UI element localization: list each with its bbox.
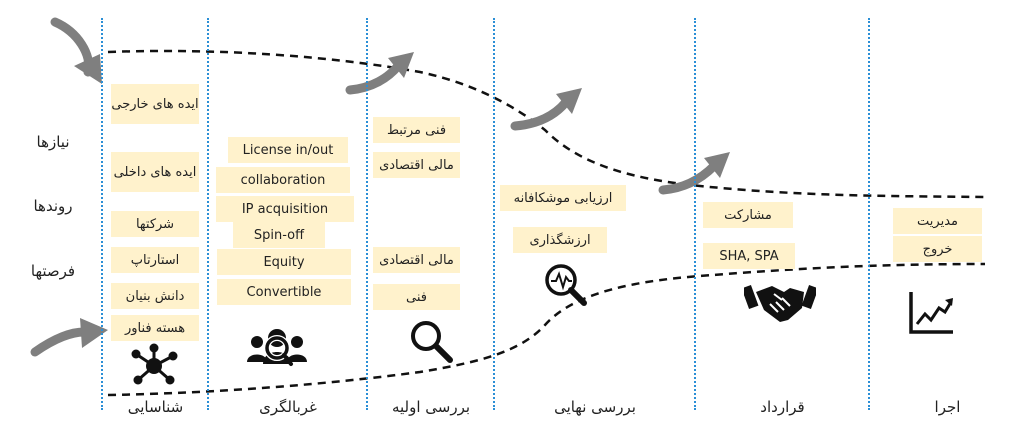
item-technical: فنی: [373, 284, 460, 310]
item-spin-off: Spin-off: [233, 222, 325, 248]
opportunities-label: فرصتها: [30, 262, 76, 280]
stage-divider: [366, 18, 368, 410]
trends-label: روندها: [33, 197, 73, 215]
item-valuation: ارزشگذاری: [513, 227, 607, 253]
item-sha-spa: SHA, SPA: [703, 243, 795, 269]
item-license: License in/out: [228, 137, 348, 163]
item-convertible: Convertible: [217, 279, 351, 305]
item-management: مدیریت: [893, 208, 982, 234]
stage-label-execution: اجرا: [934, 398, 961, 416]
stage-divider: [493, 18, 495, 410]
growth-chart-icon: [909, 292, 953, 334]
item-external-ideas: ایده های خارجی: [111, 84, 199, 124]
item-partnership: مشارکت: [703, 202, 793, 228]
stage-label-screening: غربالگری: [259, 398, 317, 416]
exit-arrow-2: [510, 88, 582, 131]
stage-label-contract: قرارداد: [760, 398, 805, 416]
needs-label: نیازها: [36, 133, 70, 151]
stage-divider: [694, 18, 696, 410]
stage-label-identification: شناسایی: [127, 398, 184, 416]
item-companies: شرکتها: [111, 211, 199, 237]
entry-arrow-bottom: [30, 318, 108, 357]
item-related-technical: فنی مرتبط: [373, 117, 460, 143]
lower-funnel-curve: [107, 262, 986, 397]
handshake-icon: [744, 284, 816, 322]
item-financial-economic-top: مالی اقتصادی: [373, 152, 460, 178]
exit-arrow-3: [658, 152, 730, 195]
item-collaboration: collaboration: [216, 167, 350, 193]
stage-divider: [868, 18, 870, 410]
item-ip-acquisition: IP acquisition: [216, 196, 354, 222]
upper-funnel-curve: [107, 49, 986, 199]
stage-divider: [101, 18, 103, 410]
stage-label-preliminary-review: بررسی اولیه: [391, 398, 471, 416]
analysis-magnifier-icon: [545, 264, 587, 306]
item-due-diligence: ارزیابی موشکافانه: [500, 185, 626, 211]
magnifier-icon: [411, 321, 453, 363]
item-tech-core: هسته فناور: [111, 315, 199, 341]
network-icon: [131, 343, 178, 385]
stage-label-final-review: بررسی نهایی: [554, 398, 636, 416]
item-equity: Equity: [217, 249, 351, 275]
stage-divider: [207, 18, 209, 410]
item-financial-economic-bottom: مالی اقتصادی: [373, 247, 460, 273]
item-startup: استارتاپ: [111, 247, 199, 273]
item-knowledge-based: دانش بنیان: [111, 283, 199, 309]
exit-arrow-1: [345, 52, 414, 95]
people-search-icon: [247, 329, 307, 366]
item-internal-ideas: ایده های داخلی: [111, 152, 199, 192]
entry-arrow-top: [50, 17, 102, 84]
item-exit: خروج: [893, 236, 982, 262]
